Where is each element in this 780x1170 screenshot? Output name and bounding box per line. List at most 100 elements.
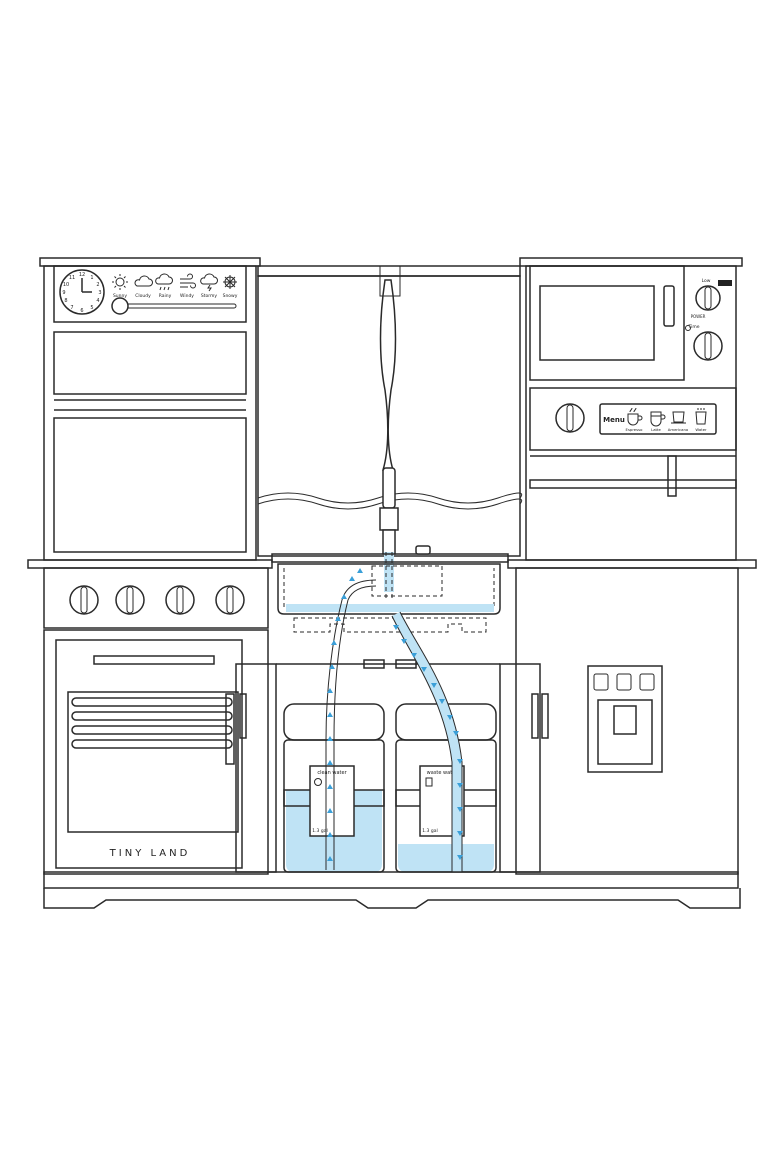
sun-icon [112,274,128,290]
flow-arrow-up [331,640,337,645]
waste-water-hose [391,611,463,872]
clean-tank-label-card [309,765,355,837]
weather-label: Windy [180,293,194,299]
clock-face: 12 1 2 3 4 5 6 7 8 9 10 11 [59,269,105,315]
flow-arrow-down [439,699,445,704]
backsplash [257,265,523,557]
wind-icon [180,273,196,289]
flow-arrow-up [327,712,333,717]
coffee-menu-panel [599,403,717,435]
flow-arrow-down [457,783,463,788]
flow-arrow-up [341,594,347,599]
water-dispenser [587,665,663,773]
sink-basin [277,545,501,633]
flow-arrow-up [327,760,333,765]
flow-arrow-up [329,664,335,669]
weather-panel: Sunny Cloudy Rainy Windy Stormy Snowy [111,273,238,315]
power-badge [718,280,732,286]
power-hi-label: POWER [691,314,706,319]
microwave-controls: Low POWER Time [685,278,732,361]
flow-arrow-up [335,616,341,621]
faucet [379,279,399,598]
clock-numeral: 9 [62,290,65,296]
power-label: Low [702,278,711,284]
clock-numeral: 1 [90,275,93,281]
water-cup-icon[interactable] [695,408,707,425]
waste-tank-capacity: 1.3 gal [422,828,437,834]
under-sink-cabinet [235,659,541,873]
weather-label: Cloudy [135,293,151,299]
drink-label: Americano [668,427,689,432]
drain-box [371,565,443,597]
brand-logo-text: TINY LAND [109,848,191,859]
kitchen-base [43,871,741,909]
clock-numeral: 4 [96,298,99,304]
right-cabinet-door[interactable] [499,663,541,873]
clean-water-drop-icon [314,778,322,786]
flow-arrow-up [327,784,333,789]
dispenser-bay [597,699,653,765]
clock-numeral: 3 [98,290,101,296]
weather-label: Rainy [159,293,172,299]
flow-arrow-down [457,831,463,836]
drink-label: Latte [651,427,661,432]
rain-icon [155,273,173,291]
clock-numeral: 11 [69,275,75,281]
flow-arrow-down [393,625,399,630]
flow-arrow-up [327,736,333,741]
storm-icon [200,273,218,292]
flow-arrow-up [349,576,355,581]
clock-numeral: 8 [64,298,67,304]
clean-tank-capacity: 1.3 gal [312,828,327,834]
waste-tank-label: waste water [427,770,459,776]
clean-tank-label: clean water [317,770,347,776]
americano-cup-icon[interactable] [671,411,686,424]
weather-slider-knob[interactable] [111,297,129,315]
left-upper-cabinet [39,257,261,561]
espresso-cup-icon[interactable] [627,407,643,426]
clock-numeral: 5 [90,305,93,311]
waste-pump-fitting [395,659,417,669]
snow-icon [223,275,237,289]
right-lower-cabinet [515,567,739,875]
flow-arrow-up [327,832,333,837]
time-label: Time [687,324,699,330]
flow-arrow-up [327,688,333,693]
flow-arrow-down [447,715,453,720]
crushed-ice-icon[interactable] [639,673,655,691]
oven: TINY LAND [43,629,269,875]
clock-numeral: 12 [79,272,85,278]
clock-numeral: 2 [96,282,99,288]
weather-label: Stormy [201,293,218,299]
weather-slider-track[interactable] [111,303,237,309]
water-stream [384,552,394,592]
flow-arrow-down [411,653,417,658]
dispenser-lever[interactable] [613,705,637,735]
clock-numeral: 6 [80,308,83,314]
sink-water [286,604,494,612]
waste-tank-water [398,844,494,872]
flow-arrow-up [357,568,363,573]
weather-label: Sunny [113,293,127,299]
flow-arrow-down [453,731,459,736]
right-upper-cabinet [519,257,743,561]
flow-arrow-up [327,808,333,813]
flow-arrow-down [457,759,463,764]
coffee-controls: Menu Espresso Latte Americano Water [555,403,717,435]
drink-label: Espresso [626,427,644,432]
drink-label: Water [695,427,707,432]
clock-numeral: 7 [70,305,73,311]
clock-numeral: 10 [63,282,69,288]
flow-arrow-down [401,639,407,644]
oven-handle[interactable] [93,655,215,665]
cloud-icon [134,275,153,287]
menu-label: Menu [603,416,625,424]
ice-icon[interactable] [616,673,632,691]
latte-cup-icon[interactable] [650,411,666,427]
flow-arrow-down [457,855,463,860]
flow-arrow-down [431,683,437,688]
sink-drain-plug[interactable] [415,545,431,555]
flow-arrow-down [421,667,427,672]
water-icon[interactable] [593,673,609,691]
